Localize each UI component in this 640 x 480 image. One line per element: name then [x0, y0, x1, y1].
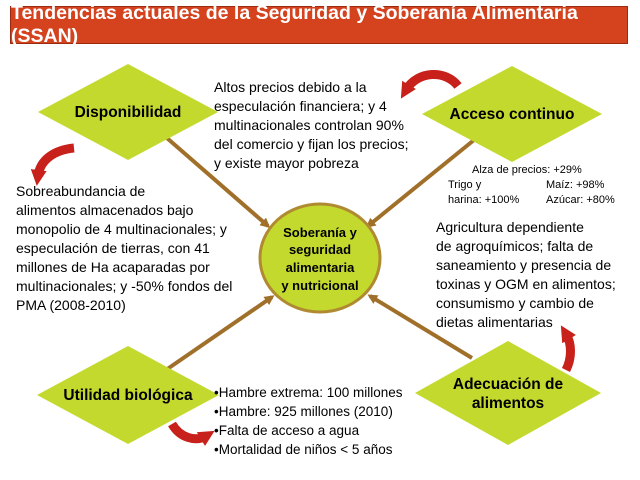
- note-line: Sobreabundancia de: [16, 183, 146, 199]
- note-line: del comercio y fijan los precios;: [214, 136, 409, 152]
- price-rise-trigo: Trigo y: [448, 179, 482, 191]
- connector-utilidad: [161, 295, 275, 374]
- note-line: Altos precios debido a la: [214, 79, 367, 95]
- diamond-utilidad: [37, 346, 219, 444]
- note-line: Agricultura dependiente: [436, 219, 584, 235]
- center-label-line: alimentaria: [285, 260, 355, 275]
- title-bar: Tendencias actuales de la Seguridad y So…: [10, 2, 628, 47]
- center-label-line: seguridad: [288, 242, 352, 258]
- note-line: multinacionales; y -50% fondos del: [16, 278, 233, 294]
- adecuacion-note: Agricultura dependiente de agroquímicos;…: [436, 218, 616, 332]
- diamond-acceso: [422, 66, 602, 162]
- curved-arrow-utilidad: [168, 421, 215, 446]
- center-ellipse: [258, 202, 382, 314]
- bullet-item: •Falta de acceso a agua: [214, 423, 360, 438]
- center-node: Soberanía y seguridad alimentaria y nutr…: [272, 216, 368, 302]
- note-line: saneamiento y presencia de: [436, 257, 612, 273]
- price-rise-heading: Alza de precios: +29%: [472, 164, 582, 176]
- curved-arrow-adecuacion: [560, 325, 576, 373]
- price-rise-trigo: harina: +100%: [448, 194, 520, 206]
- price-rise-azucar: Azúcar: +80%: [546, 194, 615, 206]
- note-line: especulación financiera; y 4: [214, 98, 387, 114]
- connector-disponibilidad: [158, 130, 271, 228]
- bullet-item: •Mortalidad de niños < 5 años: [214, 442, 393, 457]
- note-line: dietas alimentarias: [436, 314, 553, 330]
- center-label-line: y nutricional: [281, 277, 359, 293]
- note-line: y existe mayor pobreza: [214, 155, 359, 171]
- bullet-item: •Hambre extrema: 100 millones: [214, 385, 403, 400]
- diamond-disponibilidad: [38, 64, 218, 160]
- note-line: de agroquímicos; falta de: [436, 238, 594, 254]
- note-line: millones de Ha acaparadas por: [16, 259, 210, 275]
- connector-acceso: [365, 138, 476, 228]
- curved-arrow-disponibilidad: [30, 143, 75, 186]
- diamond-adecuacion: [415, 341, 601, 445]
- node-adecuacion: Adecuación de alimentos: [428, 372, 588, 416]
- acceso-note: Altos precios debido a la especulación f…: [214, 78, 409, 173]
- price-rise-maiz: Maíz: +98%: [546, 179, 605, 191]
- node-acceso: Acceso continuo: [432, 102, 592, 128]
- curved-arrow-acceso: [400, 70, 462, 99]
- note-line: alimentos almacenados bajo: [16, 202, 194, 218]
- node-adecuacion-label-line: alimentos: [471, 395, 545, 412]
- note-line: monopolio de 4 multinacionales; y: [16, 221, 227, 237]
- connector-adecuacion: [367, 294, 474, 360]
- note-line: multinacionales controlan 90%: [214, 117, 404, 133]
- node-acceso-label: Acceso continuo: [449, 106, 575, 124]
- node-adecuacion-label-line: Adecuación de: [452, 375, 564, 393]
- node-disponibilidad: Disponibilidad: [48, 100, 208, 126]
- node-utilidad-label: Utilidad biológica: [63, 387, 193, 405]
- utilidad-bullets: •Hambre extrema: 100 millones •Hambre: 9…: [214, 383, 403, 459]
- note-line: especulación de tierras, con 41: [16, 240, 210, 256]
- center-label-line: Soberanía y: [283, 224, 357, 240]
- node-utilidad: Utilidad biológica: [48, 383, 208, 409]
- bullet-item: •Hambre: 925 millones (2010): [214, 404, 393, 419]
- note-line: consumismo y cambio de: [436, 295, 594, 311]
- note-line: toxinas y OGM en alimentos;: [436, 276, 616, 292]
- note-line: PMA (2008-2010): [16, 297, 126, 313]
- page-title: Tendencias actuales de la Seguridad y So…: [11, 2, 578, 47]
- node-disponibilidad-label: Disponibilidad: [74, 104, 182, 122]
- disponibilidad-note: Sobreabundancia de alimentos almacenados…: [16, 182, 232, 315]
